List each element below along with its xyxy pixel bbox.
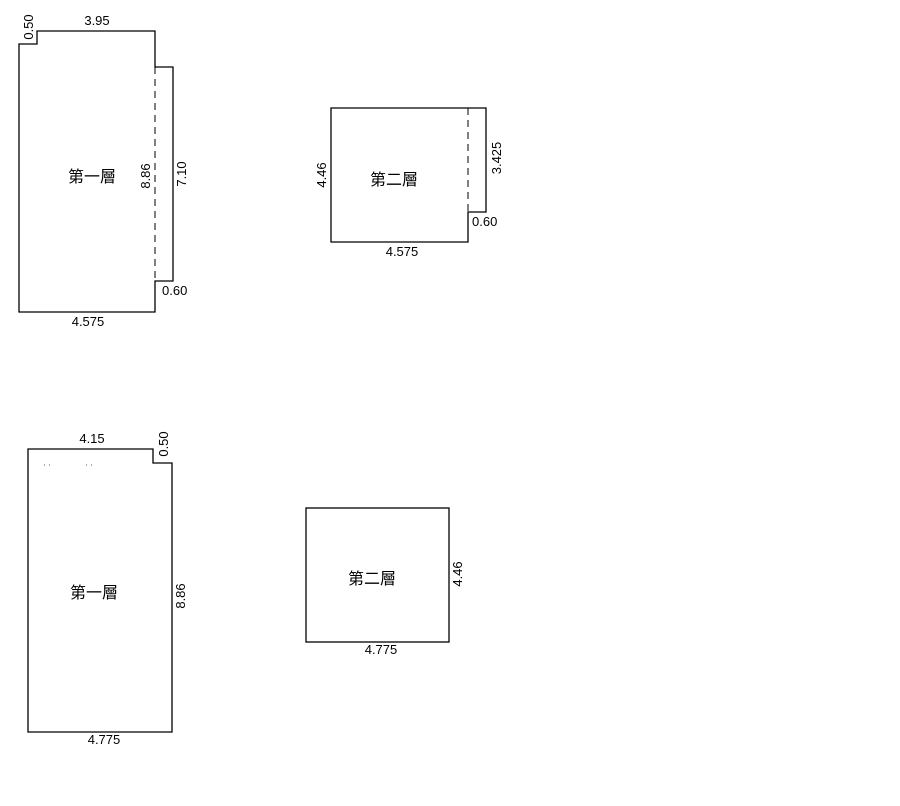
- plan-2-dim-ledge: 0.60: [472, 214, 497, 229]
- plan-3-dim-top: 4.15: [79, 431, 104, 446]
- plan-1-dim-top: 3.95: [84, 13, 109, 28]
- plan-3-dim-step: 0.50: [156, 431, 171, 456]
- plan-2-dim-side: 3.425: [489, 142, 504, 175]
- plan-4-dim-height: 4.46: [450, 561, 465, 586]
- plan-floor-2-b: 第二層 4.46 4.775: [305, 507, 465, 657]
- plan-1-outline: [18, 30, 174, 313]
- plan-1-dim-side: 7.10: [174, 161, 189, 186]
- plan-4-outline: [305, 507, 450, 643]
- plan-2-outline: [330, 107, 487, 243]
- plan-1-floor-label: 第一層: [68, 167, 116, 186]
- plan-4-dim-bottom: 4.775: [365, 642, 398, 657]
- plan-2-dim-height: 4.46: [314, 162, 329, 187]
- plan-1-dim-height: 8.86: [138, 163, 153, 188]
- plan-1-dim-bottom: 4.575: [72, 314, 105, 329]
- plan-4-floor-label: 第二層: [348, 569, 396, 588]
- plan-3-outline: [27, 448, 173, 733]
- plan-3-floor-label: 第一層: [70, 583, 118, 602]
- plan-1-dim-ledge: 0.60: [162, 283, 187, 298]
- plan-3-dim-height: 8.86: [173, 583, 188, 608]
- plan-floor-1-a: 第一層 3.95 0.50 8.86 7.10 0.60 4.575: [18, 13, 189, 329]
- plan-2-dim-bottom: 4.575: [386, 244, 419, 259]
- plan-3-dim-bottom: 4.775: [88, 732, 121, 747]
- plan-1-dim-step: 0.50: [21, 14, 36, 39]
- plan-2-floor-label: 第二層: [370, 170, 418, 189]
- plan-floor-2-a: 第二層 4.46 3.425 0.60 4.575: [314, 107, 504, 259]
- plan-floor-1-b: 第一層 4.15 0.50 8.86 4.775: [27, 431, 188, 747]
